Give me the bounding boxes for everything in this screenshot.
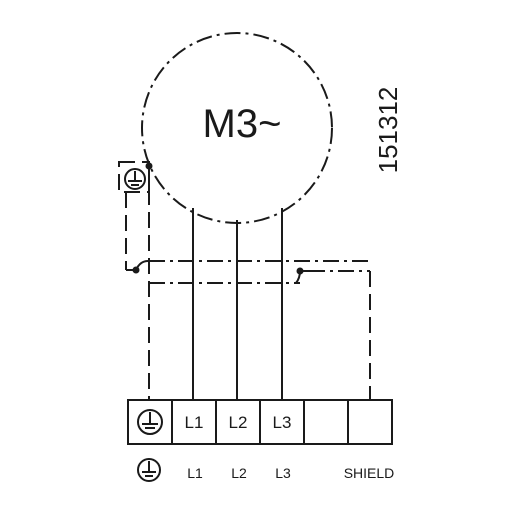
cable-shield bbox=[149, 260, 372, 400]
pe-wiring bbox=[125, 162, 153, 400]
legend-l1: L1 bbox=[187, 465, 203, 481]
terminal-l3-label: L3 bbox=[273, 413, 292, 432]
legend-pe-earth-icon bbox=[137, 458, 161, 482]
drawing-number: 151312 bbox=[373, 87, 403, 174]
terminal-l1-label: L1 bbox=[185, 413, 204, 432]
terminal-l2-label: L2 bbox=[229, 413, 248, 432]
legend-shield: SHIELD bbox=[344, 465, 395, 481]
motor-earth-icon bbox=[118, 161, 150, 193]
legend-l3: L3 bbox=[275, 465, 291, 481]
terminal-block: L1 L2 L3 bbox=[127, 399, 393, 445]
legend-l2: L2 bbox=[231, 465, 247, 481]
motor-label: M3~ bbox=[203, 102, 282, 146]
terminal-pe-earth-icon bbox=[137, 409, 163, 435]
